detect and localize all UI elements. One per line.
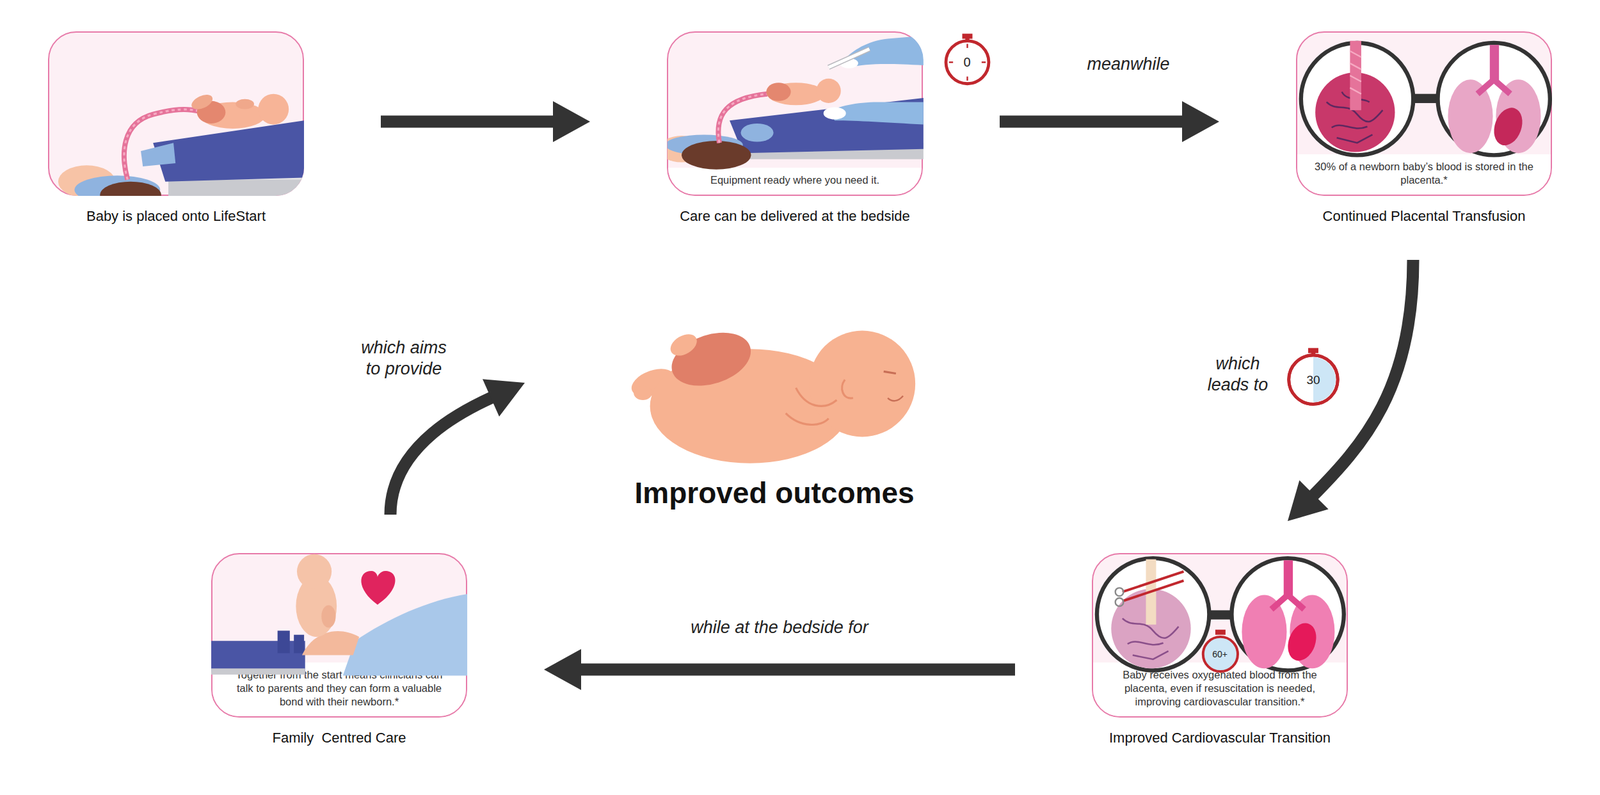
panel-caption: 30% of a newborn baby’s blood is stored … xyxy=(1297,154,1551,195)
panel-caption: Together from the start means clinicians… xyxy=(212,662,466,717)
timer-icon-part xyxy=(962,33,973,40)
connector-label: meanwhile xyxy=(1032,53,1225,75)
timer-icon-part xyxy=(1308,348,1319,354)
arrow-head xyxy=(1287,480,1329,521)
connector-label: which aims to provide xyxy=(352,337,456,380)
flow-arrow xyxy=(999,101,1220,143)
newborn-illustration-part xyxy=(785,413,829,425)
connector-label: while at the bedside for xyxy=(587,616,972,639)
step-panel: Baby is placed onto LifeStart xyxy=(48,31,304,196)
newborn-illustration-part xyxy=(650,348,851,464)
timer-icon-part xyxy=(1288,355,1339,405)
arrow-head xyxy=(552,101,591,143)
flow-arrow xyxy=(1287,259,1414,521)
newborn-illustration-part xyxy=(808,330,916,438)
newborn-illustration-part xyxy=(883,371,896,374)
arrow-head xyxy=(1182,101,1220,143)
newborn-illustration-part xyxy=(887,396,904,402)
panel-heading: Improved Cardiovascular Transition xyxy=(1016,729,1424,747)
outcome-node: Improved outcomes xyxy=(576,307,973,525)
newborn-illustration-part xyxy=(633,385,653,400)
panel-heading: Family Centred Care xyxy=(135,729,543,747)
flow-arrow xyxy=(380,101,591,143)
timer-number: 30 xyxy=(1306,373,1320,388)
arrow-head xyxy=(544,648,582,690)
timer-icon-part xyxy=(949,61,953,63)
timer-number: 0 xyxy=(963,55,971,70)
flow-arrow-shaft xyxy=(1310,259,1414,499)
step-panel: 30% of a newborn baby’s blood is stored … xyxy=(1296,31,1552,196)
flow-arrow-shaft xyxy=(380,115,559,128)
panel-heading: Care can be delivered at the bedside xyxy=(591,208,999,225)
timer-icon xyxy=(945,33,989,84)
timer-icon-part xyxy=(945,40,989,84)
flow-arrow xyxy=(544,648,1016,690)
timer-icon-part xyxy=(966,44,968,48)
connector-label: which leads to xyxy=(1196,353,1280,396)
flow-arrow xyxy=(390,378,525,515)
timer-icon-part xyxy=(966,76,968,81)
outcome-title: Improved outcomes xyxy=(576,476,973,511)
timer-icon-part xyxy=(965,37,969,41)
panel-caption: Baby receives oxygenated blood from the … xyxy=(1093,662,1347,717)
newborn-illustration-part xyxy=(664,323,758,395)
newborn-illustration-part xyxy=(842,379,854,399)
arrow-head xyxy=(482,378,525,416)
panel-caption: Equipment ready where you need it. xyxy=(668,167,922,195)
panel-heading: Continued Placental Transfusion xyxy=(1220,208,1600,225)
step-panel: Baby receives oxygenated blood from the … xyxy=(1091,552,1348,718)
panel-heading: Baby is placed onto LifeStart xyxy=(0,208,380,225)
flow-arrow-shaft xyxy=(390,395,496,515)
timer-icon xyxy=(1288,348,1339,405)
flow-arrow-shaft xyxy=(575,663,1016,676)
flow-arrow-shaft xyxy=(999,115,1188,128)
timer-icon-part xyxy=(1288,355,1339,405)
timer-icon-part xyxy=(1311,352,1316,356)
newborn-illustration xyxy=(627,323,916,464)
timer-number: 60+ xyxy=(1212,648,1228,660)
step-panel: Together from the start means clinicians… xyxy=(211,552,468,718)
step-panel: Equipment ready where you need it.Care c… xyxy=(666,31,923,196)
timer-icon-part xyxy=(981,61,986,63)
newborn-illustration-part xyxy=(666,329,701,360)
newborn-illustration-part xyxy=(796,387,838,406)
newborn-illustration-part xyxy=(627,363,679,402)
